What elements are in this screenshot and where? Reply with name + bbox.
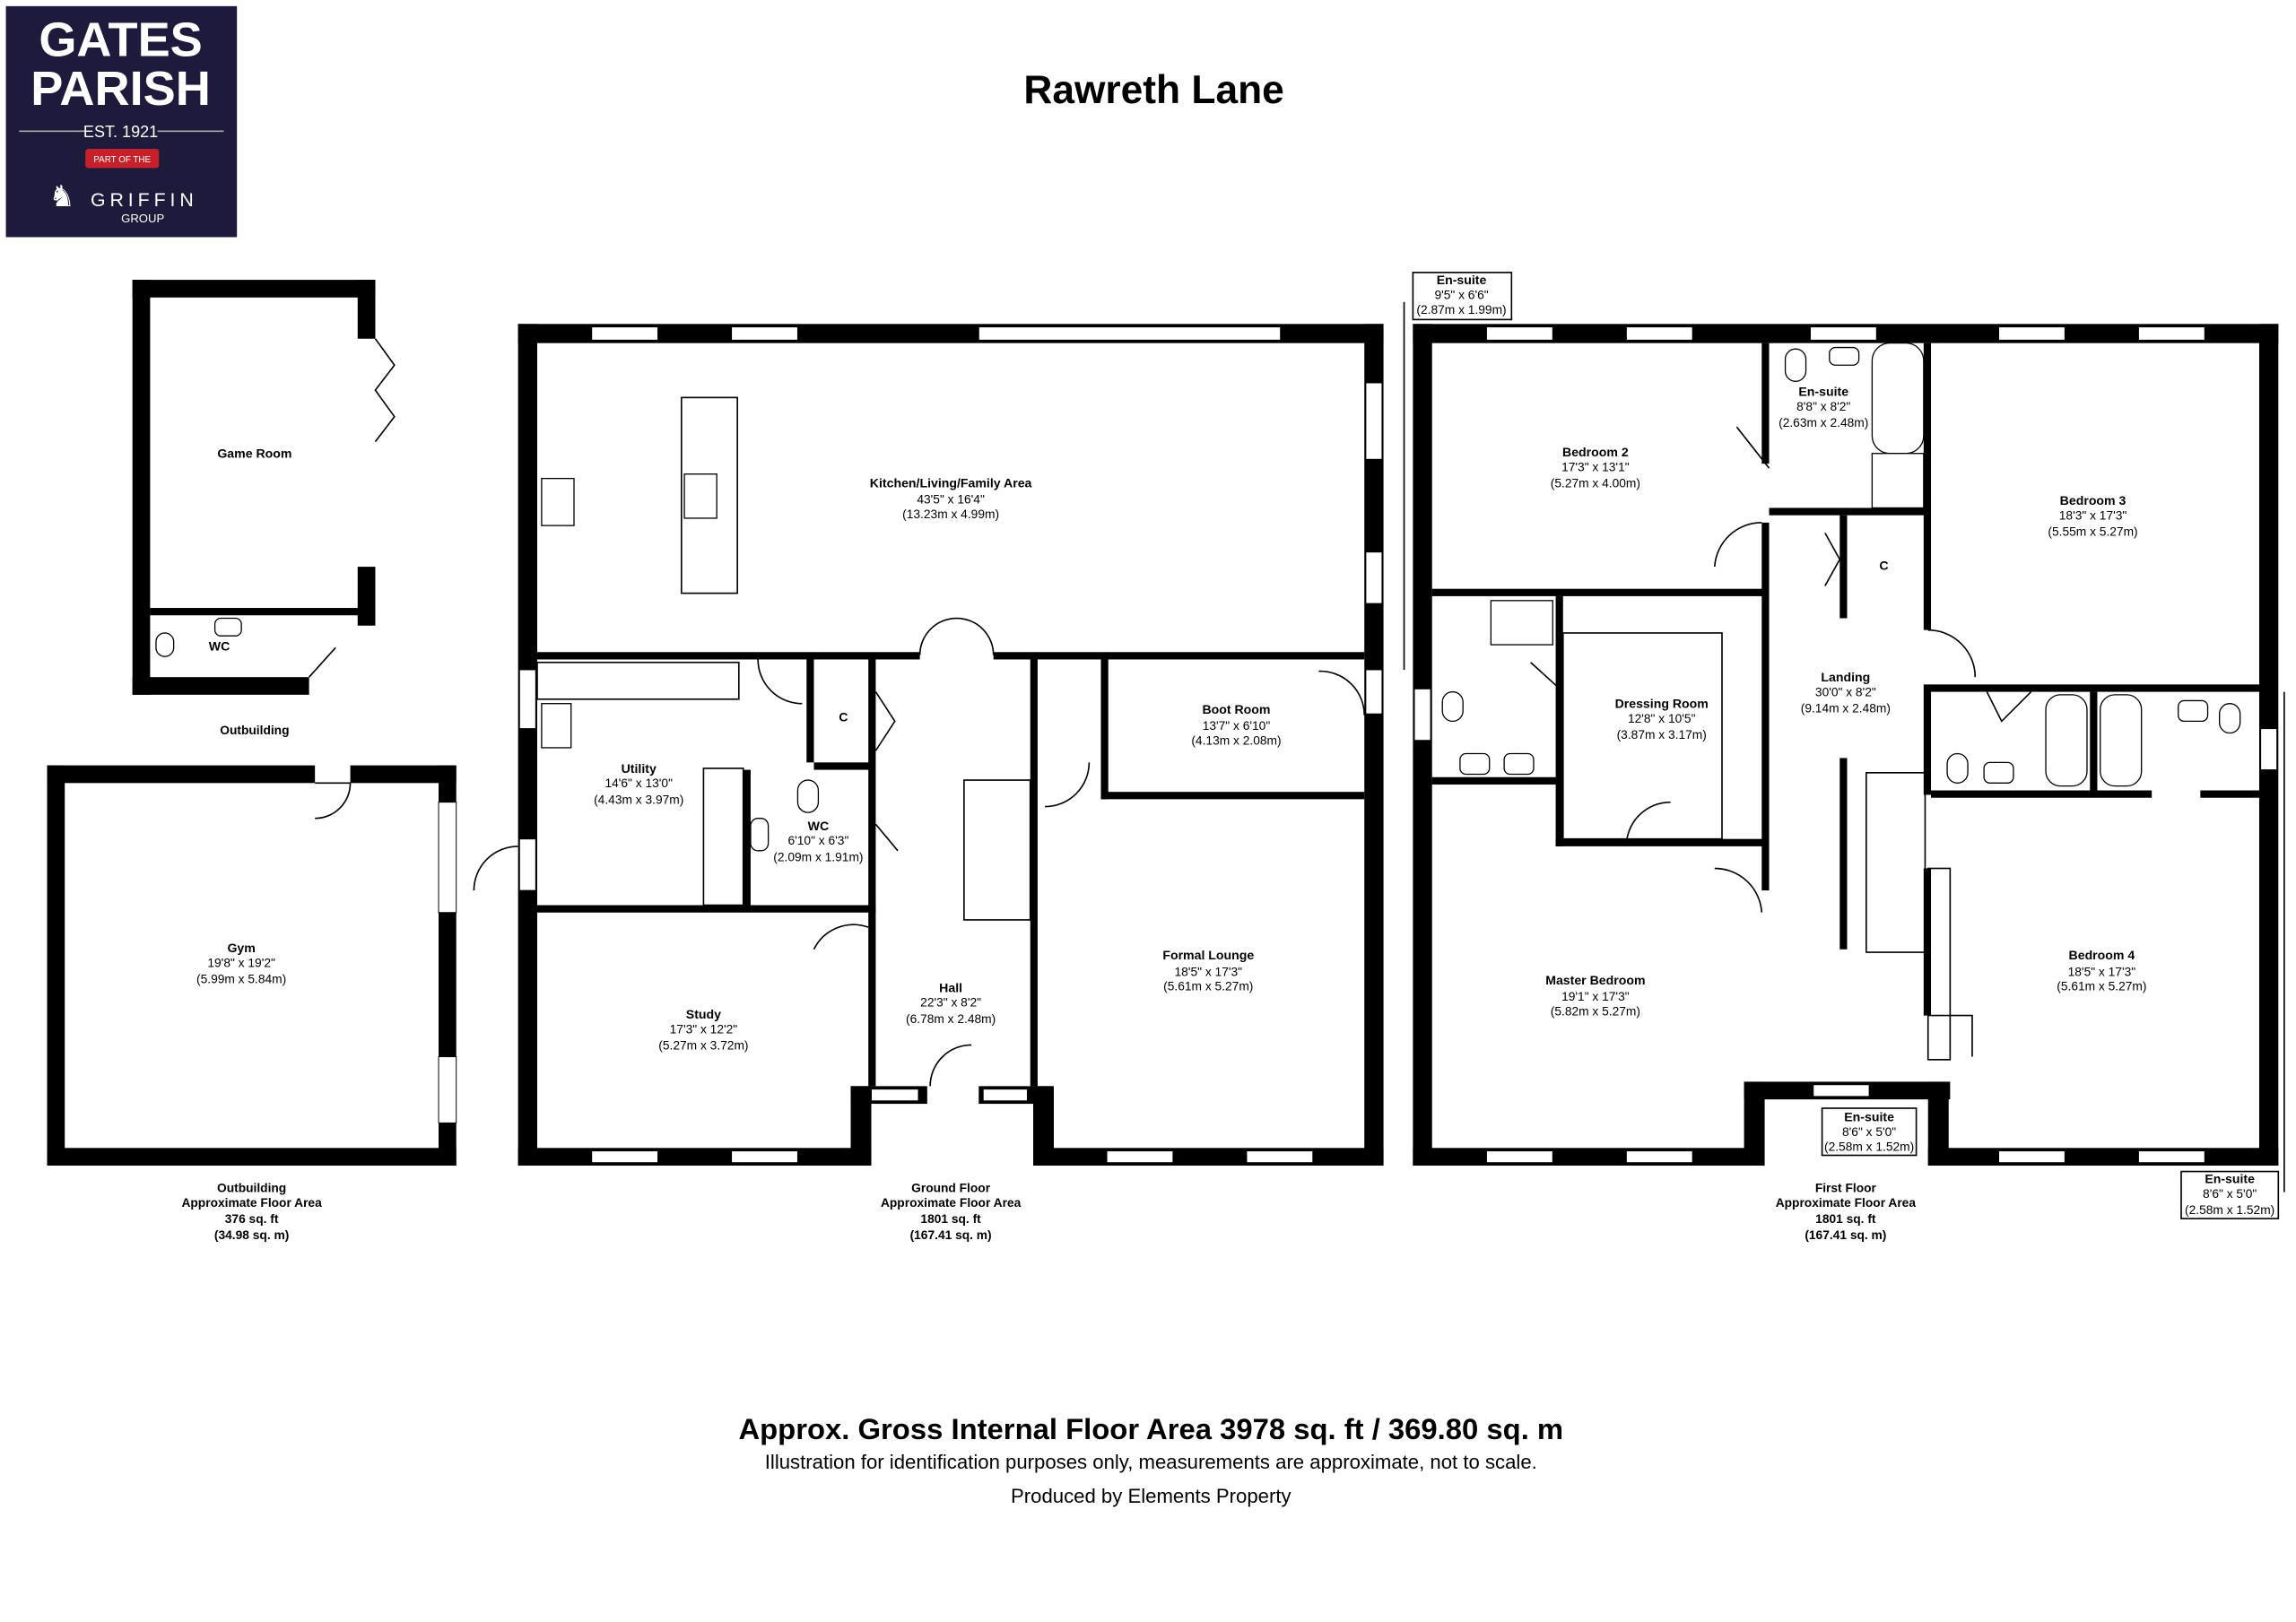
svg-text:8'6" x 5'0": 8'6" x 5'0" — [2203, 1187, 2257, 1201]
ensuite-callout-right: En-suite 8'6" x 5'0" (2.58m x 1.52m) — [2180, 1170, 2280, 1219]
svg-text:Ground Floor: Ground Floor — [911, 1182, 991, 1195]
room-hall-name: Hall — [939, 980, 962, 994]
room-hall-metric: (6.78m x 2.48m) — [906, 1012, 996, 1026]
gross-area: Approx. Gross Internal Floor Area 3978 s… — [738, 1412, 1563, 1445]
room-outbuilding-wc-name: WC — [209, 639, 230, 654]
room-bedroom3-imperial: 18'3" x 17'3" — [2059, 509, 2127, 523]
svg-text:(2.58m x 1.52m): (2.58m x 1.52m) — [2185, 1203, 2274, 1217]
room-study-name: Study — [686, 1007, 721, 1021]
ground-floor-walls — [473, 324, 1384, 1166]
room-study-metric: (5.27m x 3.72m) — [658, 1038, 748, 1052]
room-landing-imperial: 30'0" x 8'2" — [1815, 686, 1876, 699]
room-ensuite-b2-imperial: 8'8" x 8'2" — [1796, 400, 1850, 413]
page-title: Rawreth Lane — [1023, 68, 1283, 112]
room-hall-imperial: 22'3" x 8'2" — [920, 996, 981, 1010]
svg-text:(167.41 sq. m): (167.41 sq. m) — [910, 1228, 992, 1242]
room-wc-name: WC — [808, 819, 830, 833]
room-utility-imperial: 14'6" x 13'0" — [604, 776, 673, 790]
room-kitchen-imperial: 43'5" x 16'4" — [917, 493, 985, 507]
ground-floor-area-label: Ground Floor Approximate Floor Area 1801… — [881, 1182, 1022, 1243]
svg-text:(2.87m x 1.99m): (2.87m x 1.99m) — [1416, 303, 1506, 317]
svg-text:Approximate Floor Area: Approximate Floor Area — [181, 1196, 322, 1210]
outbuilding-area-label: Outbuilding Approximate Floor Area 376 s… — [181, 1182, 322, 1243]
svg-text:1801 sq. ft: 1801 sq. ft — [920, 1212, 981, 1226]
svg-text:(167.41 sq. m): (167.41 sq. m) — [1805, 1228, 1886, 1242]
svg-text:En-suite: En-suite — [1844, 1110, 1894, 1124]
room-gym-imperial: 19'8" x 19'2" — [207, 956, 275, 969]
room-master-metric: (5.82m x 5.27m) — [1551, 1005, 1640, 1019]
svg-text:1801 sq. ft: 1801 sq. ft — [1815, 1212, 1876, 1226]
svg-text:(2.58m x 1.52m): (2.58m x 1.52m) — [1824, 1141, 1914, 1154]
room-boot-room-imperial: 13'7" x 6'10" — [1203, 719, 1271, 733]
logo-line2: PARISH — [30, 62, 211, 116]
room-dressing-imperial: 12'8" x 10'5" — [1628, 712, 1696, 725]
room-bedroom3-name: Bedroom 3 — [2060, 493, 2126, 507]
disclaimer: Illustration for identification purposes… — [765, 1451, 1537, 1473]
svg-text:(34.98 sq. m): (34.98 sq. m) — [214, 1228, 289, 1242]
ensuite-callout-top: En-suite 9'5" x 6'6" (2.87m x 1.99m) — [1412, 272, 1513, 321]
room-utility-metric: (4.43m x 3.97m) — [594, 793, 683, 806]
first-floor-area-label: First Floor Approximate Floor Area 1801 … — [1776, 1182, 1917, 1243]
room-dressing-name: Dressing Room — [1615, 697, 1709, 711]
room-game-room-name: Game Room — [217, 447, 291, 461]
svg-text:En-suite: En-suite — [2205, 1172, 2255, 1186]
svg-text:Approximate Floor Area: Approximate Floor Area — [881, 1196, 1022, 1210]
room-wc-metric: (2.09m x 1.91m) — [773, 850, 863, 863]
svg-text:8'6" x 5'0": 8'6" x 5'0" — [1842, 1125, 1896, 1139]
room-landing-metric: (9.14m x 2.48m) — [1801, 702, 1891, 716]
company-logo: GATES PARISH EST. 1921 PART OF THE ♞ GRI… — [5, 5, 238, 238]
room-gym-name: Gym — [227, 941, 255, 955]
room-landing-name: Landing — [1821, 670, 1870, 684]
gym-walls — [47, 765, 457, 1166]
room-cupboard-name: C — [839, 709, 848, 724]
first-floor-walls — [1403, 301, 2285, 1193]
room-bedroom2-metric: (5.27m x 4.00m) — [1551, 476, 1640, 490]
room-bedroom2-imperial: 17'3" x 13'1" — [1561, 460, 1630, 473]
logo-line1: GATES — [39, 13, 203, 67]
ensuite-callout-middle: En-suite 8'6" x 5'0" (2.58m x 1.52m) — [1821, 1107, 1918, 1157]
outbuilding-label: Outbuilding — [220, 724, 289, 737]
logo-est: EST. 1921 — [83, 123, 158, 141]
room-ensuite-b2-metric: (2.63m x 2.48m) — [1779, 416, 1868, 429]
room-formal-lounge-name: Formal Lounge — [1162, 948, 1254, 962]
room-formal-lounge-metric: (5.61m x 5.27m) — [1163, 980, 1253, 993]
room-kitchen-name: Kitchen/Living/Family Area — [870, 475, 1032, 490]
svg-text:First Floor: First Floor — [1815, 1182, 1877, 1195]
svg-text:9'5" x 6'6": 9'5" x 6'6" — [1434, 288, 1488, 301]
room-formal-lounge-imperial: 18'5" x 17'3" — [1175, 965, 1243, 978]
svg-text:Outbuilding: Outbuilding — [217, 1182, 286, 1195]
svg-text:Approximate Floor Area: Approximate Floor Area — [1776, 1196, 1917, 1210]
room-bedroom2-name: Bedroom 2 — [1562, 445, 1629, 459]
room-bedroom4-name: Bedroom 4 — [2069, 948, 2135, 962]
room-boot-room-name: Boot Room — [1202, 702, 1270, 716]
room-master-name: Master Bedroom — [1545, 973, 1645, 987]
room-bedroom3-metric: (5.55m x 5.27m) — [2048, 525, 2137, 539]
logo-group-sub: GROUP — [121, 212, 164, 225]
svg-text:376 sq. ft: 376 sq. ft — [225, 1212, 279, 1226]
room-kitchen-metric: (13.23m x 4.99m) — [902, 507, 999, 521]
room-study-imperial: 17'3" x 12'2" — [670, 1022, 738, 1036]
room-wc-imperial: 6'10" x 6'3" — [787, 834, 848, 847]
outbuilding-game-room-walls — [132, 280, 396, 695]
room-gym-metric: (5.99m x 5.84m) — [196, 973, 286, 986]
room-dressing-metric: (3.87m x 3.17m) — [1617, 728, 1707, 742]
room-ff-cupboard-name: C — [1879, 558, 1888, 572]
room-utility-name: Utility — [622, 761, 657, 776]
svg-text:En-suite: En-suite — [1437, 273, 1487, 287]
logo-group-name: GRIFFIN — [91, 189, 198, 211]
room-boot-room-metric: (4.13m x 2.08m) — [1191, 734, 1281, 748]
logo-part-of: PART OF THE — [93, 155, 151, 165]
room-bedroom4-imperial: 18'5" x 17'3" — [2068, 965, 2136, 978]
room-master-imperial: 19'1" x 17'3" — [1561, 990, 1630, 1003]
griffin-icon: ♞ — [48, 179, 74, 213]
produced-by: Produced by Elements Property — [1011, 1485, 1292, 1507]
room-bedroom4-metric: (5.61m x 5.27m) — [2057, 980, 2146, 993]
room-ensuite-b2-name: En-suite — [1798, 385, 1848, 399]
